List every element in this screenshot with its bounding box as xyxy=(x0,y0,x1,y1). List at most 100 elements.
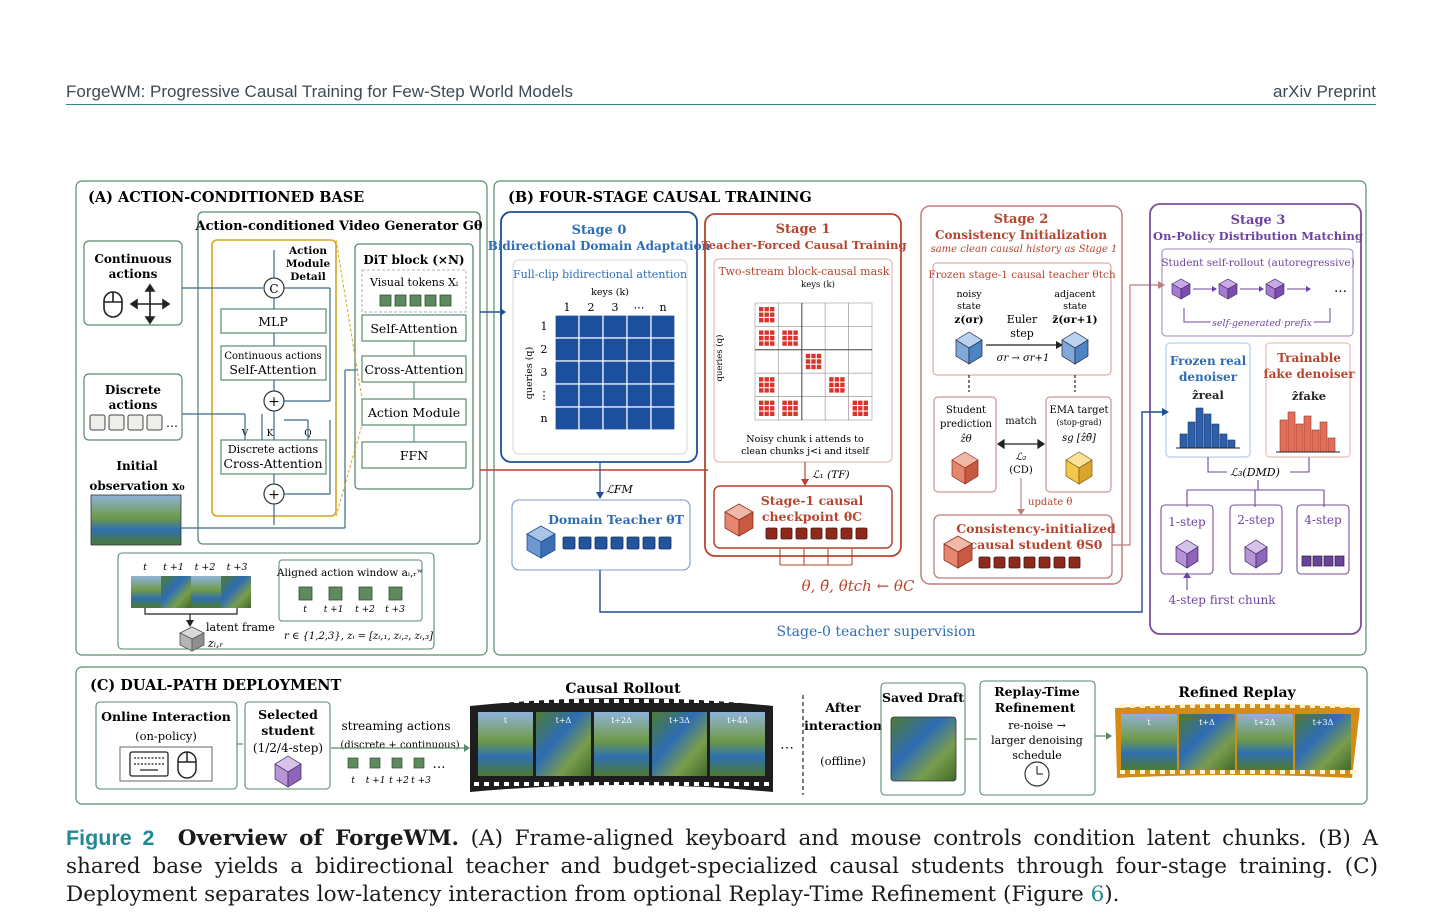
rollout-ellipsis-c: ⋯ xyxy=(780,740,794,756)
domain-teacher-tokens xyxy=(562,536,672,550)
caption-figure-ref[interactable]: 6 xyxy=(1090,882,1105,907)
latent-token xyxy=(993,556,1006,569)
mask-active-pixel xyxy=(770,400,775,405)
stage1-init-connector xyxy=(779,548,853,566)
histogram-bar xyxy=(1287,411,1296,453)
film-hole xyxy=(484,782,489,786)
film-frame-label: t+3Δ xyxy=(669,716,690,725)
aligned-window-box xyxy=(117,552,435,650)
dit-inner-blocks xyxy=(361,314,467,469)
streaming-actions-label: streaming actions(discrete + continuous) xyxy=(340,719,459,751)
film-frame-label: t+3Δ xyxy=(1313,718,1334,727)
visual-token-squares xyxy=(379,294,452,307)
film-hole xyxy=(594,699,599,703)
step-2-label: 2-step xyxy=(1237,513,1275,527)
film-hole xyxy=(514,782,519,786)
film-hole xyxy=(1270,704,1275,708)
stage2-subtitle: Consistency Initialization xyxy=(935,228,1107,242)
mask-active-pixel xyxy=(770,307,775,312)
mask-cell xyxy=(824,396,849,421)
mask-active-pixel xyxy=(764,406,769,411)
stage0-row-label: n xyxy=(540,412,547,425)
action-window-squares xyxy=(298,586,403,601)
histogram-bar xyxy=(1319,421,1328,453)
film-hole xyxy=(1140,770,1145,774)
film-hole xyxy=(704,782,709,786)
mask-active-pixel xyxy=(858,400,863,405)
film-hole xyxy=(564,782,569,786)
film-hole xyxy=(1130,770,1135,774)
histogram-bar xyxy=(1227,439,1236,449)
generator-title: Action-conditioned Video Generator Gθ xyxy=(194,219,482,234)
update-theta: update θ xyxy=(1028,497,1072,508)
stage1-mask-title: Two-stream block-causal mask xyxy=(719,265,890,278)
consistency-student-box xyxy=(933,514,1113,579)
mask-active-pixel xyxy=(805,364,811,370)
student-prediction-box xyxy=(933,396,997,493)
latent-token xyxy=(562,536,576,550)
film-hole xyxy=(1330,770,1335,774)
film-hole xyxy=(1340,704,1345,708)
film-hole xyxy=(694,699,699,703)
stage0-row-label: 2 xyxy=(541,343,548,356)
fake-histogram xyxy=(1276,411,1340,453)
histogram-bar xyxy=(1311,429,1320,453)
latent-token xyxy=(594,536,608,550)
stage0-col-label: 3 xyxy=(612,301,619,314)
film-hole xyxy=(754,782,759,786)
film-hole xyxy=(494,782,499,786)
caption-text-b: ). xyxy=(1104,882,1120,907)
latent-token xyxy=(1068,556,1081,569)
film-frame xyxy=(594,712,649,776)
film-hole xyxy=(484,699,489,703)
latent-cube-icon xyxy=(179,626,205,652)
mask-active-pixel xyxy=(759,406,764,411)
prefix-label: self-generated prefix xyxy=(1212,318,1313,329)
film-hole xyxy=(704,699,709,703)
match-label: match xyxy=(1005,416,1037,427)
film-hole xyxy=(1350,770,1355,774)
mask-cell xyxy=(848,349,873,374)
mask-active-pixel xyxy=(764,388,769,393)
rollout-ellipsis: … xyxy=(1334,281,1347,296)
film-frame xyxy=(710,712,765,776)
mask-cell xyxy=(778,372,803,397)
latent-token xyxy=(1053,556,1066,569)
mask-active-pixel xyxy=(834,388,840,393)
stage0-attention-grid xyxy=(554,314,676,431)
histogram-bar xyxy=(1179,433,1188,449)
running-header-left: ForgeWM: Progressive Causal Training for… xyxy=(66,82,574,101)
streaming-tokens xyxy=(347,757,425,769)
stage3-box xyxy=(1149,203,1362,635)
stage2-title: Stage 2 xyxy=(994,212,1049,227)
film-frame-label: t+Δ xyxy=(556,716,572,725)
saved-draft-image xyxy=(890,716,957,782)
stage0-box xyxy=(500,211,698,463)
mask-active-pixel xyxy=(782,400,787,405)
refined-film-holes xyxy=(1120,704,1355,774)
stage1-checkpoint-box xyxy=(713,485,893,549)
attention-cell xyxy=(650,314,676,339)
mask-active-pixel xyxy=(782,330,787,335)
film-frame-label: t+Δ xyxy=(1199,718,1215,727)
film-hole xyxy=(584,699,589,703)
film-hole xyxy=(1290,770,1295,774)
film-hole xyxy=(754,699,759,703)
stage1-keys: keys (k) xyxy=(801,279,835,290)
film-hole xyxy=(1310,770,1315,774)
stage0-col-label: ⋯ xyxy=(634,301,645,314)
mask-active-pixel xyxy=(852,400,857,405)
self-rollout-label: Student self-rollout (autoregressive) xyxy=(1161,257,1354,269)
mask-active-pixel xyxy=(764,382,769,388)
refine-to-replay-head xyxy=(1106,732,1112,740)
keys-ellipsis: … xyxy=(166,416,178,430)
mask-active-pixel xyxy=(811,364,816,370)
selected-student-cube-icon xyxy=(274,755,302,788)
